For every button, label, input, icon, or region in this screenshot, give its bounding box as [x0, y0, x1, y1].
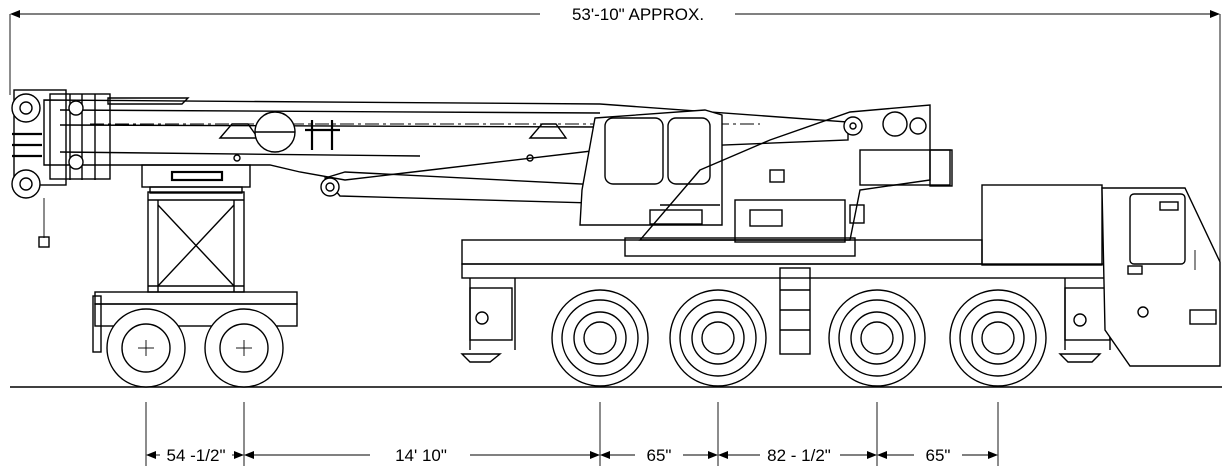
axle-dimensions: 54 -1/2" 14' 10" 65" 82 - 1/2" 65"	[145, 402, 999, 466]
carrier-wheel-2	[669, 289, 767, 387]
boom-dolly	[92, 164, 298, 388]
carrier-wheel-4	[949, 289, 1047, 387]
carrier-wheel-1	[551, 289, 649, 387]
carrier-wheel-3	[828, 289, 926, 387]
dolly-wheel-2	[204, 308, 284, 388]
truck-cab	[1101, 187, 1221, 367]
dim-axle-3-4: 65"	[926, 446, 951, 465]
dolly-wheel-1	[106, 308, 186, 388]
dim-axle-1-2: 65"	[647, 446, 672, 465]
operator-cab	[579, 109, 723, 226]
dim-axle-2-3: 82 - 1/2"	[767, 446, 831, 465]
telescopic-boom	[11, 89, 849, 248]
dim-dolly-axle-spacing: 54 -1/2"	[167, 446, 226, 465]
carrier-chassis	[460, 184, 1193, 363]
overall-length-label: 53'-10" APPROX.	[572, 5, 704, 24]
overall-dimension: 53'-10" APPROX.	[9, 5, 1221, 268]
dim-dolly-to-carrier: 14' 10"	[395, 446, 447, 465]
